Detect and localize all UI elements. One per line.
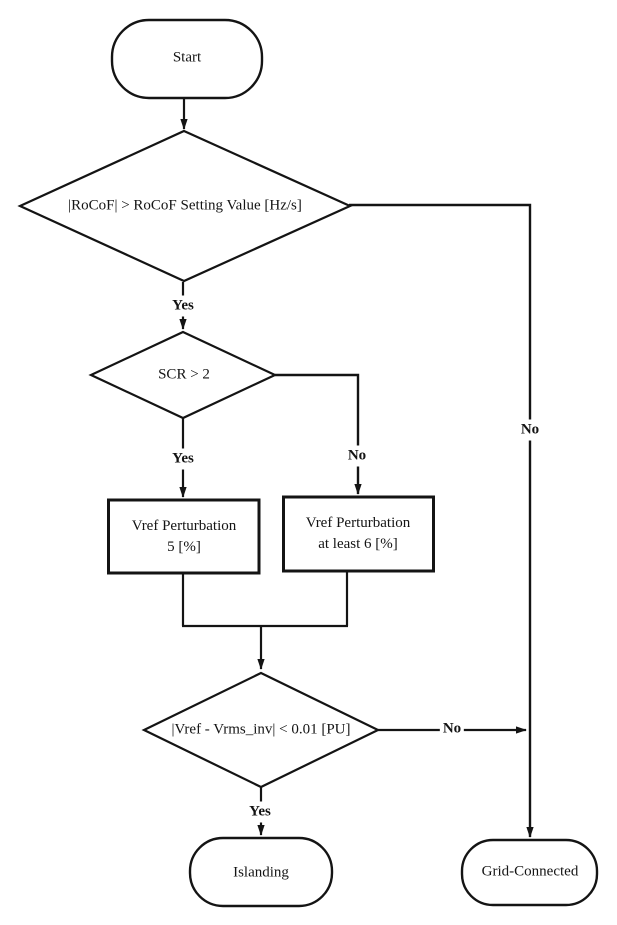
rocof-decision-label: |RoCoF| > RoCoF Setting Value [Hz/s] xyxy=(68,197,302,214)
vref-perturbation-6-label: Vref Perturbation at least 6 [%] xyxy=(306,513,410,555)
vref-perturbation-5-shape xyxy=(107,498,261,575)
start-terminal-shape xyxy=(110,18,264,100)
rocof-decision-shape xyxy=(17,129,353,283)
edge-rocof-no-line xyxy=(349,203,534,838)
vref-perturbation-5-line1: Vref Perturbation xyxy=(131,518,237,534)
scr-decision-shape xyxy=(88,330,278,420)
edge-label-scr-no: No xyxy=(344,445,370,467)
scr-decision-label: SCR > 2 xyxy=(158,366,210,383)
grid-connected-label: Grid-Connected xyxy=(481,863,579,880)
vref-perturbation-6-shape xyxy=(282,495,435,573)
islanding-terminal-shape xyxy=(188,836,334,908)
start-label: Start xyxy=(172,49,202,66)
vref-decision-label: |Vref - Vrms_inv| < 0.01 [PU] xyxy=(171,721,351,738)
vref-perturbation-6-line1: Vref Perturbation xyxy=(305,515,411,531)
vref-decision-shape xyxy=(141,671,381,789)
grid-connected-terminal-shape xyxy=(460,838,599,907)
edge-label-rocof-yes: Yes xyxy=(169,295,197,317)
edge-label-scr-yes: Yes xyxy=(169,448,197,470)
vref-perturbation-6-line2: at least 6 [%] xyxy=(318,536,398,552)
edge-label-rocof-no: No xyxy=(517,419,543,441)
edge-label-vref-yes: Yes xyxy=(246,801,274,823)
vref-perturbation-5-label: Vref Perturbation 5 [%] xyxy=(132,516,236,558)
edge-label-vref-no: No xyxy=(439,718,465,740)
vref-perturbation-5-line2: 5 [%] xyxy=(167,539,201,555)
islanding-label: Islanding xyxy=(233,864,289,881)
edge-scr-no-line xyxy=(275,373,362,495)
